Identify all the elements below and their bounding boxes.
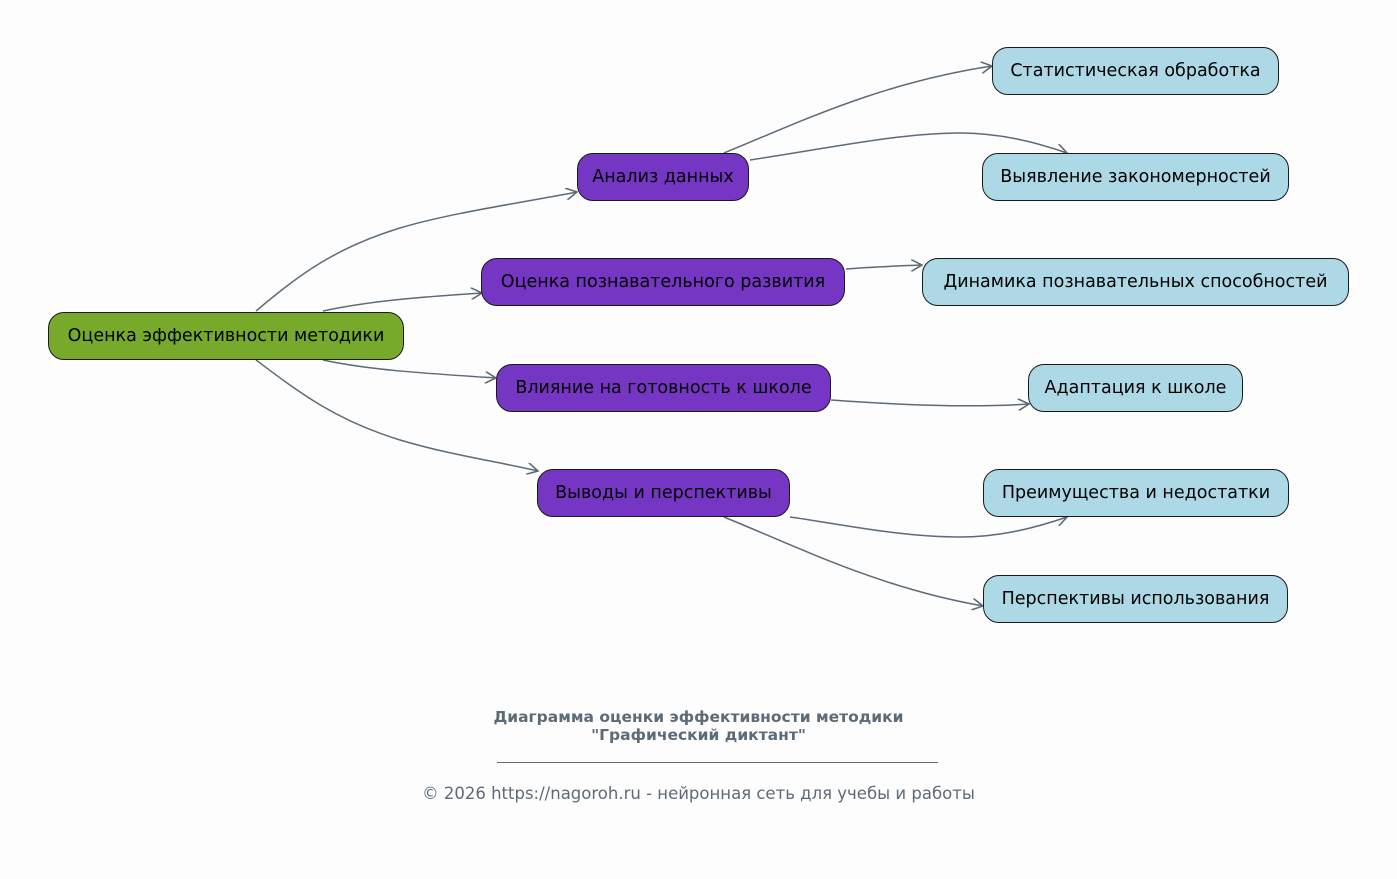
edge-cognitive-dynamics <box>845 265 922 269</box>
node-adaptation[interactable]: Адаптация к школе <box>1028 364 1243 412</box>
edge-analysis-patterns <box>749 132 1067 161</box>
edge-analysis-stats <box>723 66 992 154</box>
node-label: Адаптация к школе <box>1044 378 1227 398</box>
node-label: Выводы и перспективы <box>555 483 772 503</box>
node-proscons[interactable]: Преимущества и недостатки <box>983 469 1289 517</box>
diagram-title-line2: "Графический диктант" <box>591 726 806 744</box>
diagram-title-line1: Диаграмма оценки эффективности методики <box>493 708 904 726</box>
node-usage[interactable]: Перспективы использования <box>983 575 1288 623</box>
node-stats[interactable]: Статистическая обработка <box>992 47 1279 95</box>
node-label: Статистическая обработка <box>1010 61 1261 81</box>
node-conclusions[interactable]: Выводы и перспективы <box>537 469 790 517</box>
node-patterns[interactable]: Выявление закономерностей <box>982 153 1289 201</box>
node-label: Выявление закономерностей <box>1000 167 1271 187</box>
diagram-title: Диаграмма оценки эффективности методики … <box>0 708 1397 744</box>
node-analysis[interactable]: Анализ данных <box>577 153 749 201</box>
node-label: Анализ данных <box>592 167 734 187</box>
edge-root-readiness <box>322 359 496 378</box>
edge-root-analysis <box>255 192 577 312</box>
edge-readiness-adaptation <box>830 400 1029 406</box>
node-dynamics[interactable]: Динамика познавательных способностей <box>922 258 1349 306</box>
node-label: Влияние на готовность к школе <box>515 378 812 398</box>
edge-root-cognitive <box>322 293 482 312</box>
node-cognitive[interactable]: Оценка познавательного развития <box>481 258 845 306</box>
edge-root-conclusions <box>255 359 538 471</box>
node-label: Оценка эффективности методики <box>67 326 385 346</box>
node-root[interactable]: Оценка эффективности методики <box>48 312 404 360</box>
node-label: Преимущества и недостатки <box>1001 483 1271 503</box>
node-label: Оценка познавательного развития <box>500 272 826 292</box>
copyright-text: © 2026 https://nagoroh.ru - нейронная се… <box>422 784 975 803</box>
node-readiness[interactable]: Влияние на готовность к школе <box>496 364 831 412</box>
caption-divider <box>497 762 938 763</box>
edge-conclusions-usage <box>723 516 983 606</box>
node-label: Перспективы использования <box>1001 589 1270 609</box>
node-label: Динамика познавательных способностей <box>943 272 1328 292</box>
edge-conclusions-proscons <box>789 517 1067 538</box>
